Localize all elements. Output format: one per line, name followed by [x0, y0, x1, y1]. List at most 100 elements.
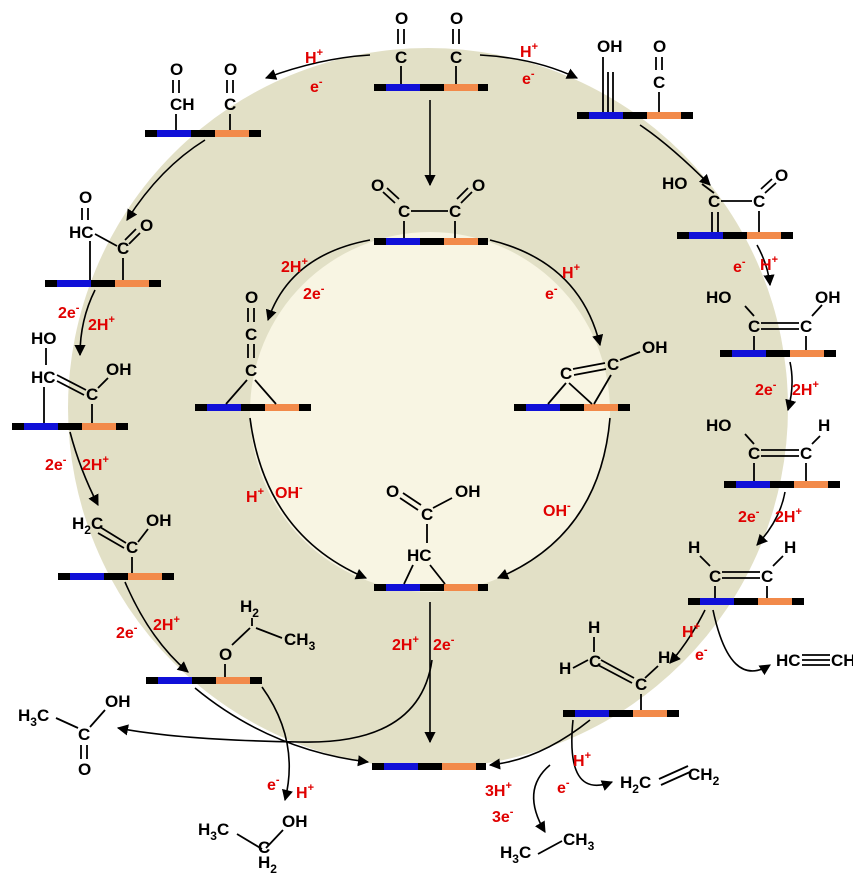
svg-text:O: O [224, 60, 237, 79]
svg-text:OH: OH [282, 812, 308, 831]
site-left-2 [12, 423, 128, 430]
site-bottom [372, 763, 486, 770]
svg-text:C: C [126, 538, 138, 557]
label-2hplus: 2H+ [153, 614, 180, 634]
label-hplus: H+ [520, 41, 538, 61]
svg-text:C: C [748, 444, 760, 463]
label-eminus: e- [267, 774, 280, 794]
svg-text:C: C [395, 48, 407, 67]
svg-text:C: C [258, 838, 270, 857]
svg-text:OH: OH [146, 511, 172, 530]
arrow-left2-to-left3 [69, 431, 99, 506]
product-acetylene: HC CH [776, 651, 853, 670]
svg-text:C: C [117, 239, 129, 258]
svg-text:C: C [86, 385, 98, 404]
ch3-text: H3C [500, 843, 531, 866]
arrow-left4-to-ethanol [261, 686, 293, 802]
label-hplus: H+ [562, 262, 580, 282]
arrow-right2-to-right3 [785, 361, 797, 412]
label-eminus: e- [695, 644, 708, 664]
label-eminus: e- [733, 256, 746, 276]
arrow-innerright-to-center [496, 417, 611, 580]
svg-text:C: C [753, 192, 765, 211]
site-right-5 [563, 710, 679, 717]
svg-text:HO: HO [706, 416, 732, 435]
label-eminus: e- [557, 777, 570, 797]
svg-text:C: C [589, 652, 601, 671]
site-left-4 [146, 677, 262, 684]
svg-text:H: H [658, 648, 670, 667]
ch2-text: H2 [240, 597, 259, 620]
site-center [374, 584, 488, 591]
adsorbate-hochcoh: HO HC C OH [31, 329, 132, 423]
ch2-text: H2 [258, 853, 277, 876]
svg-text:C: C [607, 355, 619, 374]
svg-text:C: C [761, 567, 773, 586]
svg-text:C: C [800, 444, 812, 463]
ch2-text: CH2 [688, 765, 720, 788]
svg-text:H: H [688, 538, 700, 557]
ch3-text: H3C [18, 706, 49, 729]
svg-text:O: O [219, 645, 232, 664]
svg-text:O: O [170, 60, 183, 79]
arrow-right5-to-ethane [532, 764, 551, 833]
arrow-inner-to-innerright [489, 239, 604, 347]
arrow-left1-to-left2 [74, 289, 96, 357]
svg-text:C: C [653, 73, 665, 92]
arrow-topright-to-right1 [639, 124, 711, 186]
label-3hplus: 3H+ [485, 780, 512, 800]
label-eminus: e- [310, 76, 323, 96]
svg-text:H: H [784, 538, 796, 557]
label-2eminus: 2e- [45, 454, 67, 474]
arrow-left3-to-left4 [124, 581, 189, 673]
label-hplus: H+ [305, 47, 323, 67]
svg-text:O: O [450, 9, 463, 28]
svg-text:C: C [224, 95, 236, 114]
adsorbate-cho-co: O CH O C [170, 60, 237, 130]
svg-text:CH: CH [170, 95, 195, 114]
site-top-right [577, 112, 693, 119]
svg-text:HO: HO [31, 329, 57, 348]
product-ethane: H3C CH3 [500, 830, 595, 866]
product-acetic-acid: H3C C OH O [18, 692, 131, 779]
adsorbate-hoc-coh: HO C C OH [706, 288, 841, 350]
label-2eminus: 2e- [303, 283, 325, 303]
label-2eminus: 2e- [755, 379, 777, 399]
arrow-center-to-acetic [116, 659, 433, 743]
site-top-left [145, 130, 261, 137]
svg-text:HC: HC [776, 651, 801, 670]
ch3-text: H3C [198, 820, 229, 843]
label-2eminus: 2e- [433, 634, 455, 654]
svg-text:OH: OH [642, 338, 668, 357]
site-top [374, 84, 488, 91]
site-inner-top [374, 238, 488, 245]
adsorbate-2co-top: O C O C [395, 9, 463, 84]
label-hplus: H+ [573, 750, 591, 770]
ch2-text: H2C [72, 514, 103, 537]
adsorbate-hoc-co: HO C C O [662, 166, 788, 232]
svg-text:OH: OH [105, 692, 131, 711]
svg-text:C: C [748, 317, 760, 336]
site-right-4 [688, 598, 804, 605]
svg-text:HC: HC [31, 368, 56, 387]
label-ohminus: OH- [275, 482, 303, 502]
label-2eminus: 2e- [116, 622, 138, 642]
svg-text:C: C [449, 202, 461, 221]
adsorbate-ccoh: C C OH [547, 338, 668, 405]
ch3-text: CH3 [563, 830, 595, 853]
adsorbate-ethoxy: H2 CH3 O [219, 597, 316, 677]
site-right-2 [720, 350, 836, 357]
svg-text:C: C [635, 675, 647, 694]
label-hplus: H+ [246, 486, 264, 506]
arrow-right3-to-right4 [756, 491, 786, 546]
svg-text:HC: HC [69, 223, 94, 242]
adsorbate-occo: O C C O [371, 176, 485, 238]
ch3-text: CH3 [284, 630, 316, 653]
label-2hplus: 2H+ [82, 454, 109, 474]
svg-text:C: C [560, 364, 572, 383]
product-ethanol: H3C H2 OH C [198, 812, 308, 876]
svg-text:O: O [775, 166, 788, 185]
adsorbate-coh-co: OH O C [597, 37, 666, 112]
label-2hplus: 2H+ [88, 314, 115, 334]
